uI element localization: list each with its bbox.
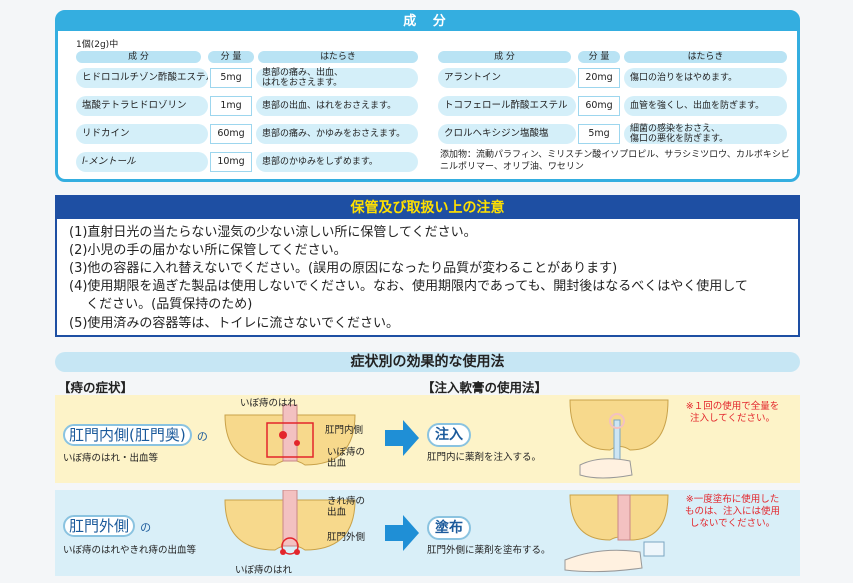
ingredient-action: 細菌の感染をおさえ、 傷口の悪化を防ぎます。 [624,124,787,144]
outer-band: 肛門外側 の いぼ痔のはれやきれ痔の出血等 きれ痔の 出血 肛門外側 いぼ痔のは… [55,490,800,576]
right-arrow-icon [385,420,419,456]
inner-site-suffix: の [196,430,208,443]
header-action-right: はたらき [624,51,787,63]
ingredient-name: トコフェロール酢酸エステル [438,96,576,116]
inner-site-row: 肛門内側(肛門奥) の [63,424,208,446]
ingredient-action: 患部の痛み、かゆみをおさえます。 [256,124,418,144]
header-action-left: はたらき [258,51,418,63]
caution-item: (5)使用済みの容器等は、トイレに流さないでください。 [69,316,400,331]
outer-callout-right: 肛門外側 [327,532,366,543]
inner-note: ※１回の使用で全量を 注入してください。 [685,401,780,424]
header-component-left: 成 分 [76,51,201,63]
inner-anatomy-illustration [224,404,356,466]
ingredient-action: 患部の出血、はれをおさえます。 [256,96,418,116]
ingredient-action: 傷口の治りをはやめます。 [624,68,787,88]
dose-label: 1個(2g)中 [76,40,119,50]
outer-method-label: 塗布 [427,516,471,540]
outer-site-label: 肛門外側 [63,515,136,537]
method-section-label: 【注入軟膏の使用法】 [422,380,548,395]
ingredient-amount: 5mg [210,68,252,88]
header-amount-right: 分 量 [578,51,620,63]
caution-item: (4)使用期限を過ぎた製品は使用しないでください。なお、使用期限内であっても、開… [69,279,748,294]
ingredient-action: 患部の痛み、出血、 はれをおさえます。 [256,68,418,88]
caution-item: (1)直射日光の当たらない湿気の少ない涼しい所に保管してください。 [69,225,477,240]
outer-site-row: 肛門外側 の [63,515,152,537]
caution-item: ください。(品質保持のため) [69,297,253,312]
header-amount-left: 分 量 [208,51,254,63]
outer-callout-top: きれ痔の 出血 [327,496,366,518]
outer-anatomy-illustration [224,490,356,555]
inner-desc: いぼ痔のはれ・出血等 [63,453,159,464]
cautions-panel: 保管及び取扱い上の注意 (1)直射日光の当たらない湿気の少ない涼しい所に保管して… [55,195,800,337]
ingredients-panel: 成 分 1個(2g)中 成 分 分 量 はたらき 成 分 分 量 はたらき ヒド… [55,10,800,182]
outer-note: ※一度塗布に使用した ものは、注入には使用 しないでください。 [684,494,780,529]
outer-callout-bottom: いぼ痔のはれ [235,565,293,576]
ingredient-amount: 60mg [210,124,252,144]
inner-site-label: 肛門内側(肛門奥) [63,424,192,446]
cautions-title: 保管及び取扱い上の注意 [57,197,798,219]
ingredient-amount: 5mg [578,124,620,144]
inner-callout-bottom: いぼ痔の 出血 [327,447,366,469]
inner-application-illustration [569,399,669,479]
outer-method-desc: 肛門外側に薬剤を塗布する。 [427,545,551,556]
ingredient-name: l-メントール [76,152,208,172]
inner-method-desc: 肛門内に薬剤を注入する。 [427,452,542,463]
caution-item: (3)他の容器に入れ替えないでください。(誤用の原因になったり品質が変わることが… [69,261,618,276]
outer-desc: いぼ痔のはれやきれ痔の出血等 [63,545,197,556]
ingredient-amount: 10mg [210,152,252,172]
outer-site-suffix: の [140,521,152,534]
ingredient-action: 血管を強くし、出血を防ぎます。 [624,96,787,116]
ingredient-action: 患部のかゆみをしずめます。 [256,152,418,172]
inner-callout-top: いぼ痔のはれ [240,398,298,409]
ingredient-amount: 1mg [210,96,252,116]
ingredient-name: 塩酸テトラヒドロゾリン [76,96,208,116]
additives-text: 添加物：流動パラフィン、ミリスチン酸イソプロピル、サラシミツロウ、カルボキシビニ… [440,150,790,172]
inner-callout-right: 肛門内側 [325,425,364,436]
inner-method-label: 注入 [427,423,471,447]
symptom-section-label: 【痔の症状】 [58,380,134,395]
ingredient-amount: 60mg [578,96,620,116]
ingredient-name: クロルヘキシジン塩酸塩 [438,124,576,144]
ingredient-name: ヒドロコルチゾン酢酸エステル [76,68,208,88]
inner-band: 肛門内側(肛門奥) の いぼ痔のはれ・出血等 いぼ痔のはれ 肛門内側 いぼ痔の … [55,395,800,483]
ingredients-title: 成 分 [58,13,797,31]
usage-title: 症状別の効果的な使用法 [55,352,800,372]
caution-item: (2)小児の手の届かない所に保管してください。 [69,243,347,258]
right-arrow-icon [385,515,419,551]
ingredient-name: リドカイン [76,124,208,144]
ingredient-amount: 20mg [578,68,620,88]
outer-application-illustration [564,494,669,573]
ingredient-name: アラントイン [438,68,576,88]
header-component-right: 成 分 [438,51,571,63]
